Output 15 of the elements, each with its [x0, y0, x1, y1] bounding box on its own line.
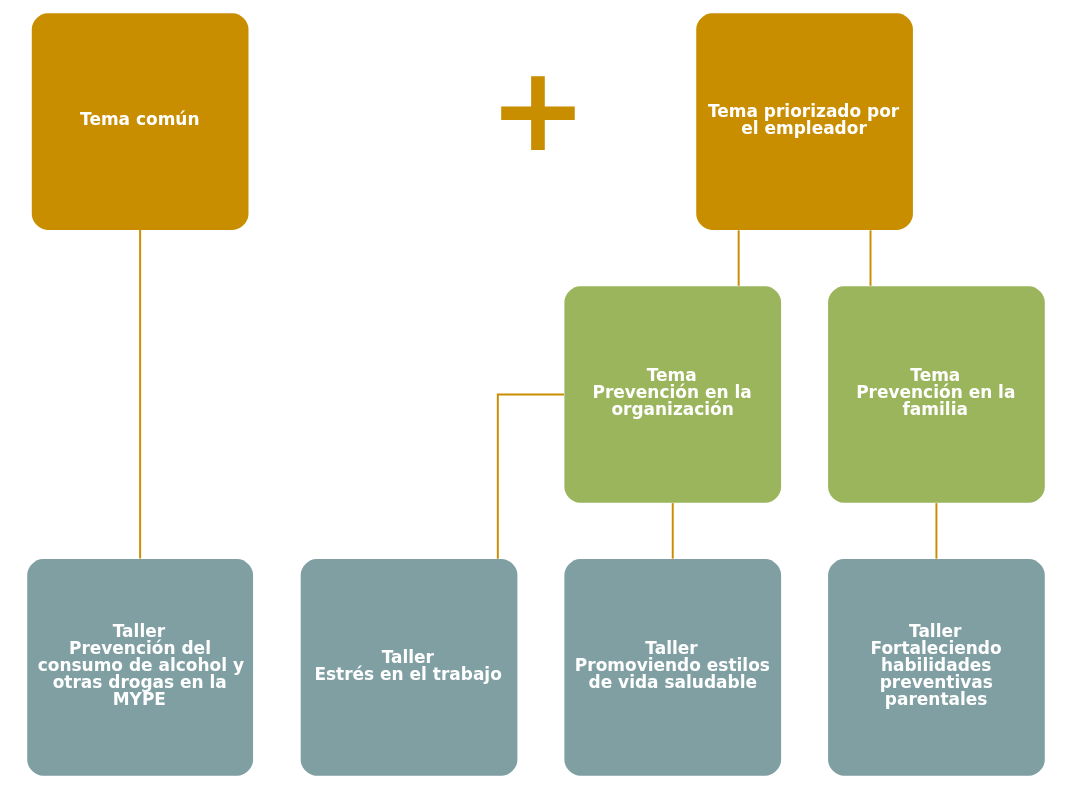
node-box: Tema Prevención en la familia: [828, 286, 1045, 503]
connector: [496, 393, 565, 560]
node-box: Taller Promoviendo estilos de vida saludable: [564, 559, 782, 776]
node-box: Tema priorizado por el empleador: [696, 13, 913, 230]
connector: [737, 229, 740, 287]
connector: [935, 502, 938, 560]
label: +: [488, 40, 588, 178]
node-box: Taller Fortaleciendo habilidades preventivas parentales: [828, 559, 1045, 776]
connector: [869, 229, 872, 287]
node-box: Taller Estrés en el trabajo: [300, 559, 518, 776]
connector: [139, 229, 142, 560]
node-box: Taller Prevención del consumo de alcohol y otras drogas en la MYPE: [27, 559, 254, 776]
node-box: Tema Prevención en la organización: [564, 286, 782, 503]
node-box: Tema común: [31, 13, 249, 230]
connector: [671, 502, 674, 560]
